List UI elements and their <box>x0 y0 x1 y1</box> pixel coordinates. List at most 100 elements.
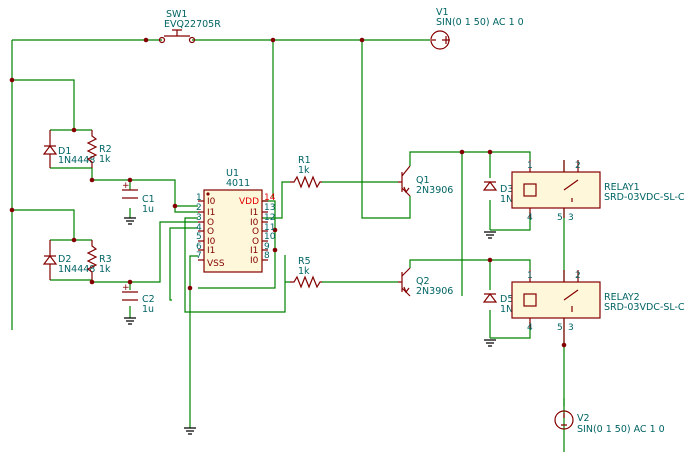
junction-dot <box>270 37 276 43</box>
relay-body <box>511 281 601 319</box>
source-polarity <box>561 413 567 426</box>
pin-name: I1 <box>207 246 215 256</box>
pin-number: 13 <box>264 203 275 213</box>
junction-dot <box>487 257 493 263</box>
transistor-arrow <box>403 186 410 194</box>
wire-d1-loop <box>50 129 92 169</box>
resistor-symbol <box>290 175 322 189</box>
relay-pin-number: 5 <box>557 323 563 333</box>
v2-ref: V2 <box>577 413 590 424</box>
pin-number: 6 <box>196 242 202 252</box>
pin-name: O <box>207 227 214 237</box>
c2-ref: C2 <box>142 294 155 305</box>
ic-body <box>203 189 263 273</box>
q2-ref: Q2 <box>416 276 430 287</box>
junction-dot <box>459 149 465 155</box>
relay-pin-number: 2 <box>575 271 581 281</box>
wire-relay2-pin4 <box>490 322 531 339</box>
r2-ref: R2 <box>99 144 112 155</box>
c1-value: 1u <box>142 204 154 215</box>
r3-value: 1k <box>99 264 111 275</box>
r5-resistor: R5 1k <box>290 256 322 289</box>
relay2: 1 2 4 5 3 RELAY2 SRD-03VDC-SL-C <box>511 270 685 345</box>
relay-pin-number: 4 <box>527 323 533 333</box>
relay-contact <box>563 289 579 312</box>
pin-number: 4 <box>196 223 202 233</box>
wire-q2-emitter <box>461 282 463 296</box>
d2-diode: D2 1N4448 <box>42 240 95 280</box>
relay-pin-number: 4 <box>527 213 533 223</box>
r1-resistor: R1 1k <box>290 155 322 189</box>
pin-name: O <box>252 237 259 247</box>
pin-number: 12 <box>264 213 275 223</box>
relay2-ref: RELAY2 <box>604 292 640 303</box>
c2-plus: + <box>122 283 130 293</box>
relay-pin-number: 1 <box>527 271 533 281</box>
relay2-value: SRD-03VDC-SL-C <box>604 302 685 313</box>
source-polarity <box>432 36 450 44</box>
relay-coil <box>523 293 537 307</box>
ic-right-pins: VDD 14 I1 13 I0 12 O 11 O 10 I1 9 I0 8 <box>239 193 276 266</box>
ground-icon <box>184 427 196 435</box>
r5-value: 1k <box>298 266 310 277</box>
wires <box>11 39 565 452</box>
c2-value: 1u <box>142 304 154 315</box>
pin-name: I1 <box>250 208 258 218</box>
switch-contact <box>188 36 196 44</box>
vdd-label: VDD <box>239 197 259 207</box>
diode-symbol <box>482 181 498 191</box>
source-body <box>554 410 574 430</box>
q1-transistor: Q1 2N3906 <box>398 165 453 197</box>
r3-resistor: R3 1k <box>86 240 112 280</box>
junction-dot <box>9 77 15 83</box>
resistor-symbol <box>86 240 98 280</box>
d3-ref: D3 <box>500 184 513 195</box>
wire-u1-to-r1 <box>262 181 290 219</box>
wire-pin4 <box>169 227 198 301</box>
relay-coil <box>523 183 537 197</box>
pin-stubs <box>198 200 204 261</box>
d1-ref: D1 <box>58 146 71 157</box>
r5-ref: R5 <box>298 256 311 267</box>
v2-source: V2 SIN(0 1 50) AC 1 0 <box>554 410 665 435</box>
pin-name: O <box>207 218 214 228</box>
capacitor-symbol <box>122 189 138 199</box>
d2-ref: D2 <box>58 254 71 265</box>
junction-dot <box>187 285 193 291</box>
d2-value: 1N4448 <box>58 264 95 275</box>
wire-u1-to-r5 <box>198 262 276 289</box>
u1-value: 4011 <box>226 178 250 189</box>
junction-dot <box>89 279 95 285</box>
ground-icon <box>124 217 136 225</box>
switch-actuator <box>164 29 190 37</box>
pin-number: 7 <box>196 251 202 261</box>
junctions <box>9 37 567 348</box>
pin-name: I0 <box>250 256 259 266</box>
pin-number: 2 <box>196 203 202 213</box>
relay-body <box>511 171 601 209</box>
pin-name: I0 <box>207 237 216 247</box>
ground-icon <box>124 317 136 325</box>
wire-d1-out <box>91 168 198 207</box>
transistor-symbol <box>398 165 411 197</box>
junction-dot <box>127 279 133 285</box>
relay1: 1 2 4 5 3 RELAY1 SRD-03VDC-SL-C <box>511 160 685 223</box>
c1-plus: + <box>122 181 130 191</box>
q1-value: 2N3906 <box>416 185 453 196</box>
ic-pin1-marker <box>206 192 210 196</box>
relay-pin-number: 2 <box>575 161 581 171</box>
wire-q2-collector <box>409 259 531 270</box>
relay1-value: SRD-03VDC-SL-C <box>604 192 685 203</box>
transistor-symbol <box>398 267 411 297</box>
junction-dot <box>272 247 278 253</box>
relay-pin-number: 5 <box>557 213 563 223</box>
q1-ref: Q1 <box>416 175 430 186</box>
pin-number: 5 <box>196 232 202 242</box>
junction-dot <box>71 237 77 243</box>
r1-value: 1k <box>298 165 310 176</box>
pin-number: 10 <box>264 232 276 242</box>
pin-number: 14 <box>264 193 276 203</box>
wire-relay1-pin4 <box>490 212 531 231</box>
junction-dot <box>9 207 15 213</box>
